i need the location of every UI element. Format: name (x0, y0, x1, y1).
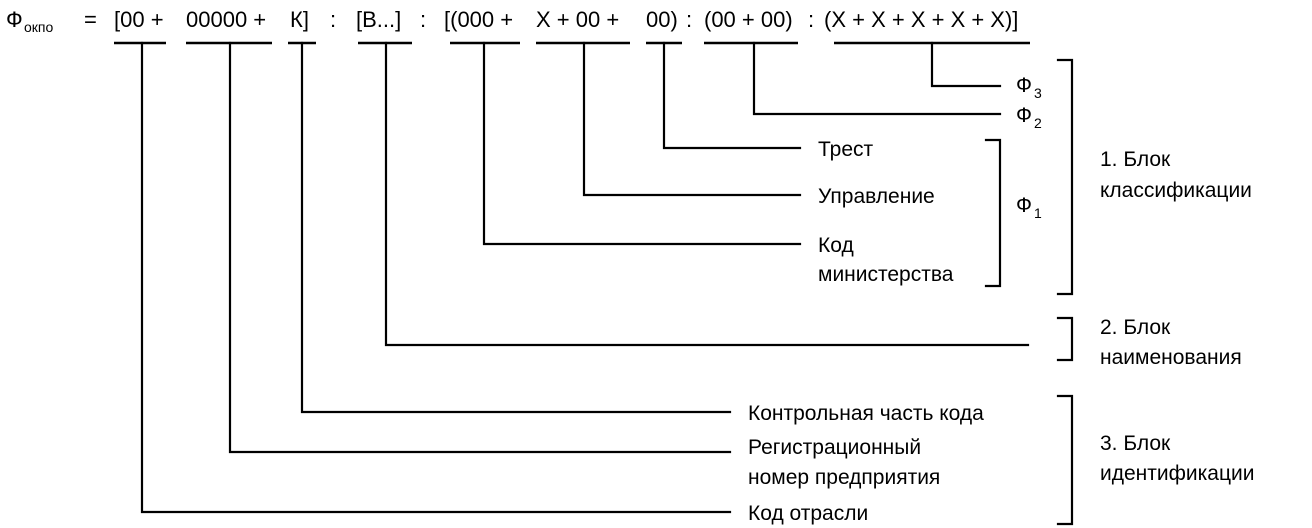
formula-separator-4: : (808, 7, 814, 32)
formula-group-management: Х + 00 + (536, 7, 619, 32)
label-ministry-line1: Код (818, 234, 854, 257)
label-control: Контрольная часть кода (748, 402, 984, 425)
block2-line1: 2. Блок (1100, 316, 1171, 339)
phi2-symbol: Ф (1016, 104, 1032, 127)
formula-phi-subscript: окпо (24, 19, 53, 35)
connector-management (582, 41, 802, 197)
label-trust: Трест (818, 138, 874, 161)
bracket-phi1 (984, 138, 1002, 288)
label-ministry-line2: министерства (818, 263, 954, 286)
connector-control (300, 41, 732, 414)
block1-line2: классификации (1100, 179, 1252, 202)
connector-registration (228, 41, 732, 454)
phi1-subscript: 1 (1034, 205, 1042, 221)
formula: Ф окпо = [00 + 00000 + К] : [В...] : [(0… (6, 7, 1018, 35)
connector-trust (662, 41, 802, 150)
label-industry: Код отрасли (748, 502, 868, 525)
field-labels: Трест Управление Код министерства Контро… (748, 138, 984, 525)
block3-line1: 3. Блок (1100, 432, 1171, 455)
block2-line2: наименования (1100, 346, 1242, 369)
bracket-block1 (1056, 58, 1074, 296)
formula-group-phi2: (00 + 00) (704, 7, 793, 32)
connector-phi3 (930, 41, 1002, 88)
phi3-subscript: 3 (1034, 85, 1042, 101)
formula-separator-2: : (420, 7, 426, 32)
formula-group-trust: 00) (646, 7, 678, 32)
formula-separator-3: : (686, 7, 692, 32)
block1-line1: 1. Блок (1100, 148, 1171, 171)
connector-name (384, 41, 1030, 347)
connector-industry (140, 41, 732, 514)
label-registration-line1: Регистрационный (748, 436, 921, 459)
formula-group-control: К] (290, 7, 309, 32)
bracket-block2 (1056, 316, 1074, 362)
formula-group-phi3: (Х + Х + Х + Х + Х)] (824, 7, 1018, 32)
block3-line2: идентификации (1100, 462, 1254, 485)
phi2-subscript: 2 (1034, 115, 1042, 131)
formula-group-name: [В...] (356, 7, 401, 32)
connectors (140, 41, 1030, 514)
connector-phi2 (752, 41, 1002, 116)
block-labels: 1. Блок классификации 2. Блок наименован… (1100, 148, 1254, 485)
phi3-symbol: Ф (1016, 74, 1032, 97)
brackets (984, 58, 1074, 526)
connector-ministry (482, 41, 802, 246)
label-management: Управление (818, 185, 935, 208)
formula-group-registration: 00000 + (186, 7, 266, 32)
label-registration-line2: номер предприятия (748, 466, 940, 489)
formula-phi: Ф (6, 7, 23, 32)
bracket-block3 (1056, 394, 1074, 526)
phi-labels: Ф 3 Ф 2 Ф 1 (1016, 74, 1042, 221)
phi1-symbol: Ф (1016, 194, 1032, 217)
formula-group-ministry: [(000 + (444, 7, 513, 32)
formula-group-industry: [00 + (114, 7, 164, 32)
formula-equals: = (84, 7, 97, 32)
formula-separator-1: : (330, 7, 336, 32)
